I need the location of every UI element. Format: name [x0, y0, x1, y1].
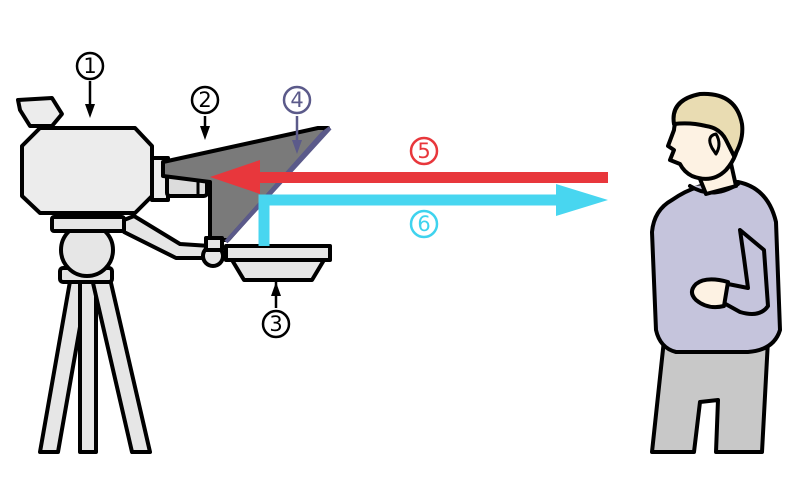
tripod-leg-center — [78, 273, 98, 454]
callout-4: 4 — [282, 85, 312, 115]
light-paths — [210, 160, 608, 246]
callout-5-label: 5 — [417, 139, 430, 163]
camera-viewfinder — [16, 96, 64, 128]
prompter-monitor — [224, 244, 332, 282]
video-camera — [16, 96, 209, 215]
hood-mount-block — [204, 236, 224, 252]
callout-2: 2 — [190, 85, 220, 115]
monitor-base — [230, 258, 326, 282]
teleprompter-support-arm — [122, 214, 212, 260]
presenter — [650, 91, 782, 454]
camera-body — [20, 126, 154, 215]
callout-3-label: 3 — [269, 312, 282, 336]
monitor-top — [224, 244, 332, 262]
beam-splitter-glass — [224, 126, 332, 244]
callout-6: 6 — [409, 209, 439, 239]
callout-2-label: 2 — [198, 88, 211, 112]
callout-4-label: 4 — [290, 88, 303, 112]
callout-1-label: 1 — [83, 54, 96, 78]
cyan-reflection-path — [258, 194, 560, 246]
callout-5: 5 — [409, 136, 439, 166]
red-arrowhead — [210, 160, 260, 194]
tripod — [38, 215, 152, 454]
presenter-hand — [690, 277, 730, 310]
cyan-arrowhead — [556, 184, 608, 216]
callout-1: 1 — [75, 51, 105, 81]
presenter-pants — [650, 338, 770, 454]
callout-pointers — [85, 81, 302, 308]
callout-6-label: 6 — [417, 212, 430, 236]
callout-3: 3 — [261, 309, 291, 339]
red-path — [250, 172, 608, 183]
presenter-arm — [720, 228, 770, 316]
tripod-leg-right — [88, 268, 152, 454]
tripod-plate — [50, 215, 126, 233]
presenter-hair — [671, 91, 745, 158]
